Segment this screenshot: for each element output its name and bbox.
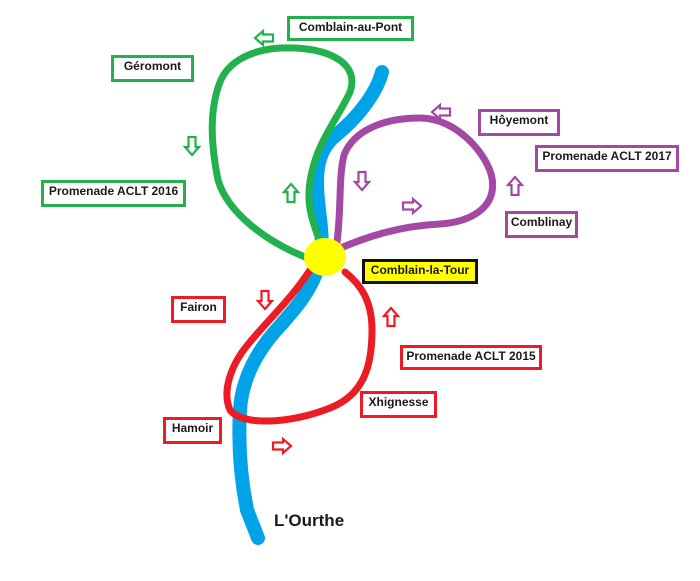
label-promenade-2017: Promenade ACLT 2017 <box>535 145 679 172</box>
river-ourthe <box>232 65 389 545</box>
label-xhignesse: Xhignesse <box>360 391 437 418</box>
arrow-up-icon <box>282 182 300 204</box>
label-comblain-au-pont: Comblain-au-Pont <box>287 16 414 41</box>
arrow-right-icon <box>271 437 293 455</box>
label-fairon: Fairon <box>171 296 226 323</box>
arrow-up-icon <box>506 175 524 197</box>
label-geromont: Géromont <box>111 55 194 82</box>
arrow-down-icon <box>256 289 274 311</box>
purple-loop-route <box>332 114 497 254</box>
label-comblain-la-tour: Comblain-la-Tour <box>362 259 478 284</box>
green-loop-route <box>208 44 356 261</box>
label-hamoir: Hamoir <box>163 417 222 444</box>
label-promenade-2015: Promenade ACLT 2015 <box>400 345 542 370</box>
arrow-right-icon <box>401 197 423 215</box>
label-comblinay: Comblinay <box>505 211 578 238</box>
comblain-la-tour-marker <box>304 238 346 276</box>
arrow-up-icon <box>382 306 400 328</box>
arrow-down-icon <box>353 170 371 192</box>
label-promenade-2016: Promenade ACLT 2016 <box>41 180 186 207</box>
label-hoyemont: Hôyemont <box>478 109 560 136</box>
red-loop-route <box>223 266 376 425</box>
river-name-label: L'Ourthe <box>274 511 345 530</box>
arrow-down-icon <box>183 135 201 157</box>
arrow-left-icon <box>253 29 275 47</box>
